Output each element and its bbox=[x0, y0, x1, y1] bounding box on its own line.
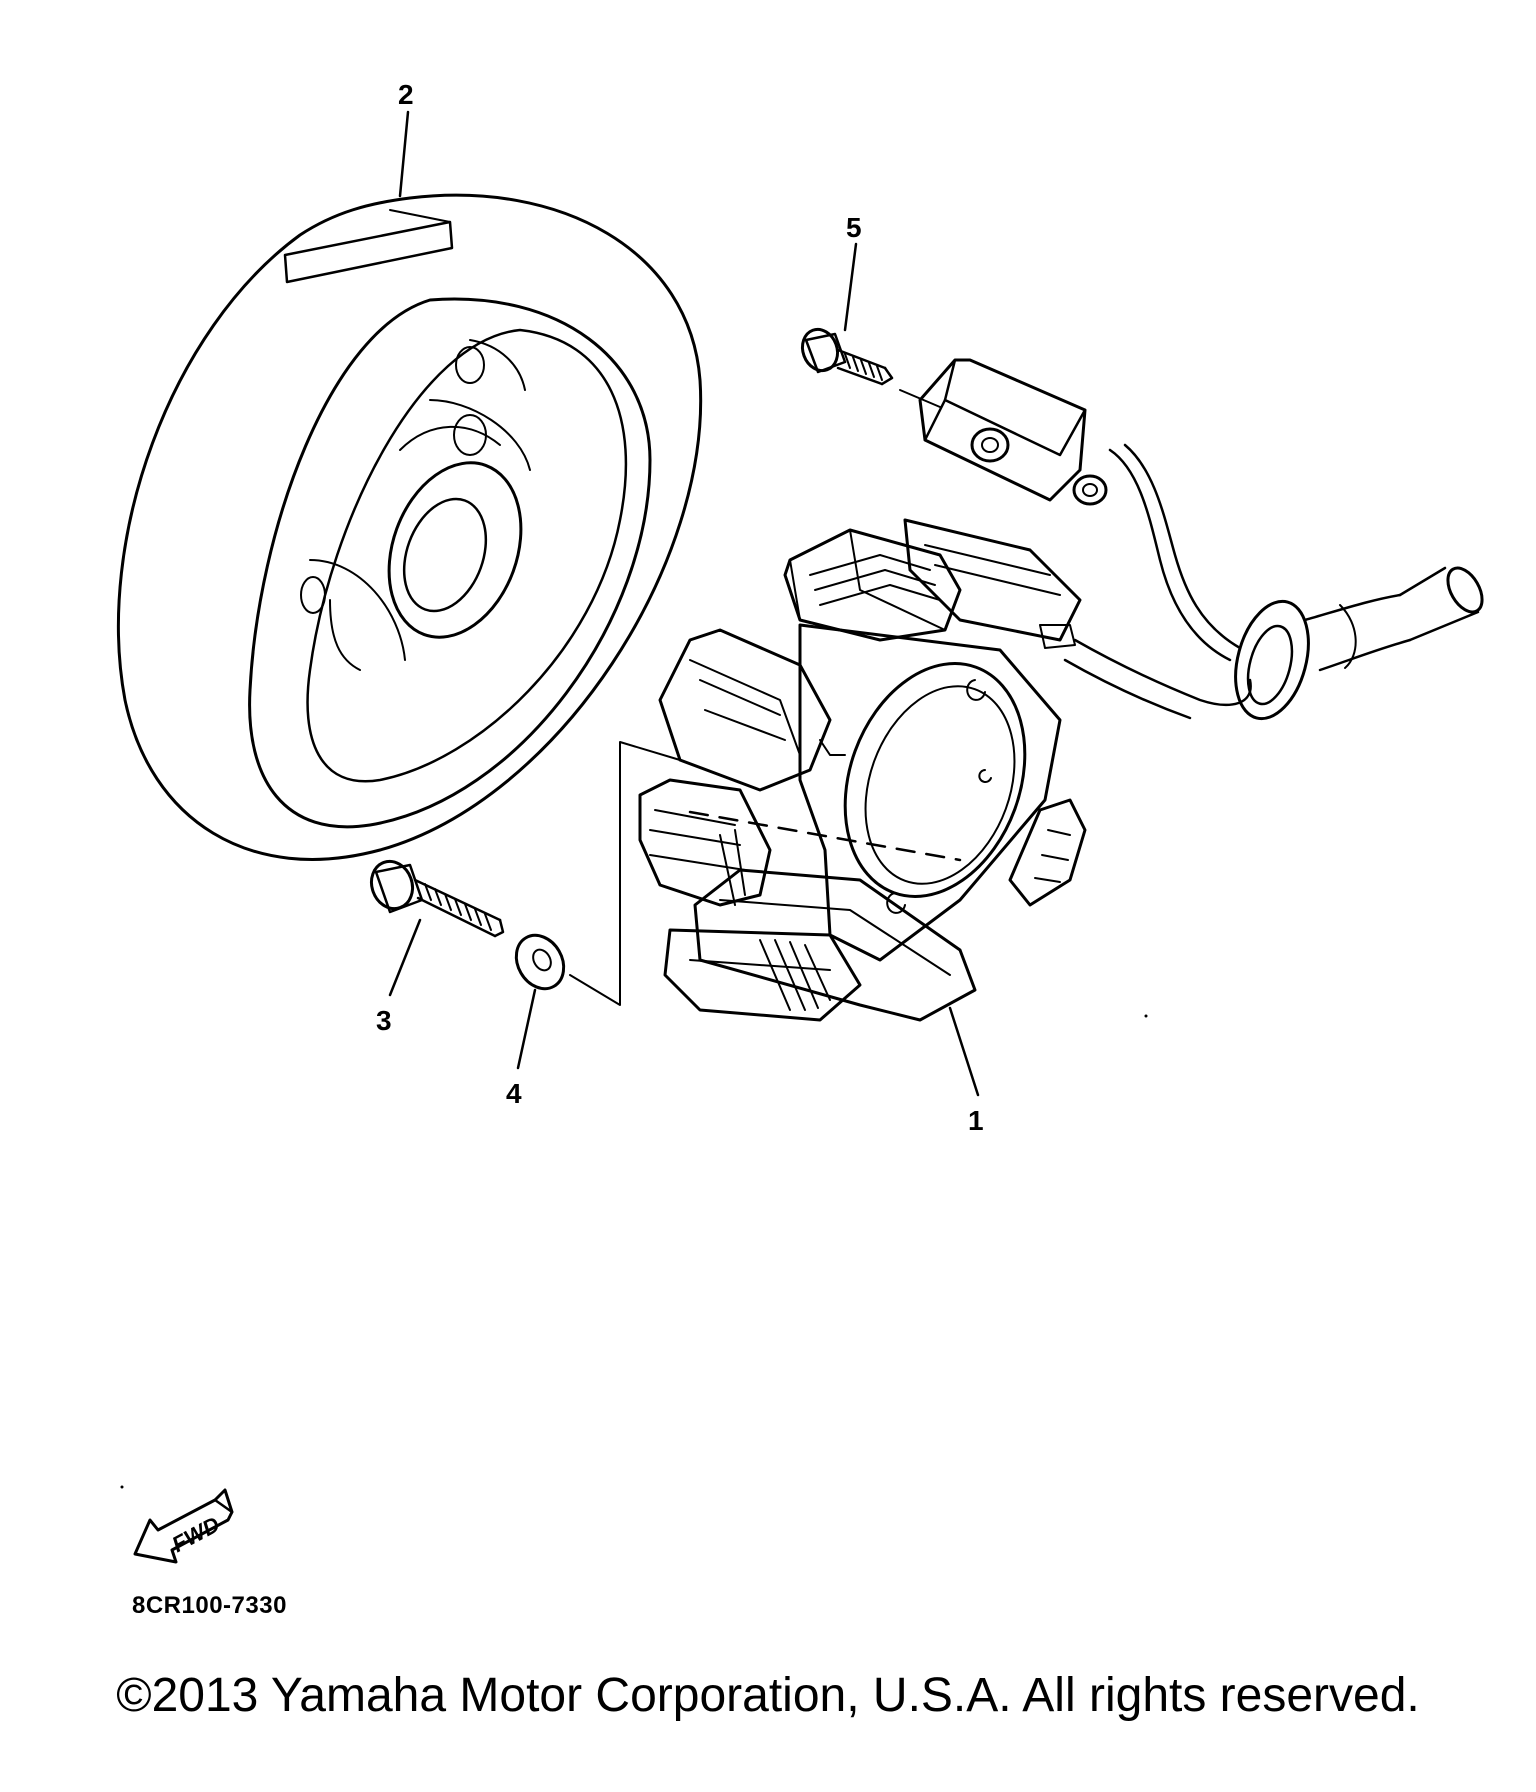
scan-dot bbox=[1144, 1014, 1148, 1018]
leader-line-2 bbox=[398, 110, 410, 198]
assembly-guide-line bbox=[569, 741, 681, 1006]
callout-1: 1 bbox=[968, 1105, 984, 1136]
screw-part-5 bbox=[800, 327, 941, 408]
leader-line-3 bbox=[388, 918, 422, 997]
callout-2: 2 bbox=[398, 79, 414, 110]
callout-3: 3 bbox=[376, 1005, 392, 1036]
diagram-code: 8CR100-7330 bbox=[132, 1592, 287, 1619]
leader-line-1 bbox=[948, 1006, 980, 1097]
rotor-flywheel bbox=[117, 193, 703, 861]
fwd-label: FWD bbox=[168, 1511, 224, 1557]
callout-5: 5 bbox=[846, 212, 862, 243]
scan-dot bbox=[120, 1485, 124, 1489]
fwd-arrow-icon: FWD bbox=[133, 1488, 234, 1564]
copyright-notice: ©2013 Yamaha Motor Corporation, U.S.A. A… bbox=[116, 1669, 1420, 1722]
washer-part-4 bbox=[514, 933, 566, 991]
callout-4: 4 bbox=[506, 1078, 522, 1109]
leader-line-4 bbox=[516, 988, 537, 1070]
leader-line-5 bbox=[843, 242, 858, 332]
leader-lines bbox=[388, 110, 980, 1097]
stator-assembly bbox=[638, 518, 1252, 1022]
callout-labels: 2 5 3 4 1 bbox=[376, 79, 984, 1136]
pickup-coil bbox=[918, 358, 1484, 721]
bolt-part-3 bbox=[369, 859, 505, 938]
